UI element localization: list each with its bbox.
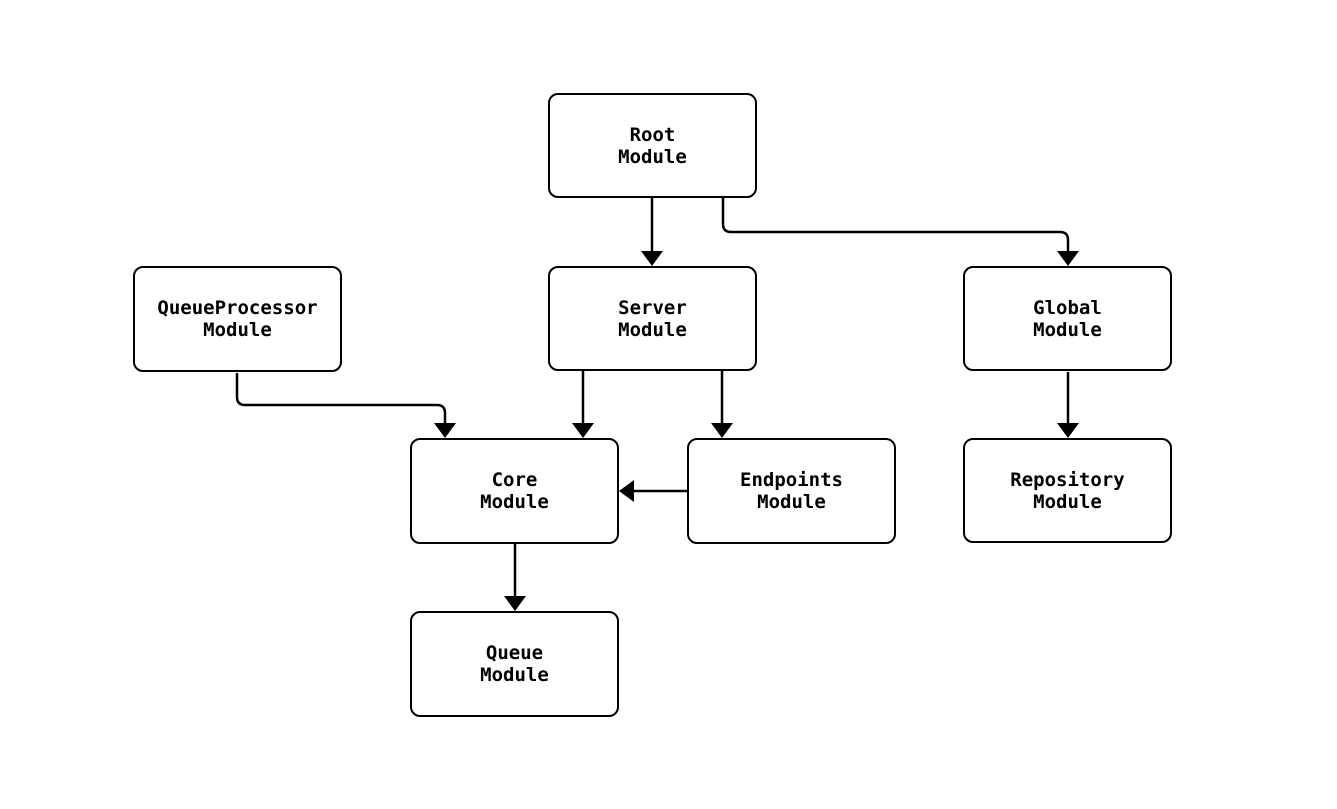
node-queue-label-line1: Queue (485, 642, 544, 664)
node-root-label-line2: Module (618, 145, 687, 168)
edge-core-queue (504, 544, 526, 611)
node-queueprocessor-label-line1: QueueProcessor (157, 297, 318, 319)
node-queue-label-line2: Module (480, 664, 549, 686)
node-core-module: Core Module (410, 438, 619, 544)
edge-queueprocessor-core (235, 373, 456, 438)
edge-endpoints-core (619, 480, 687, 502)
node-endpoints-module: Endpoints Module (687, 438, 896, 544)
node-queue-module: Queue Module (410, 611, 619, 717)
edge-global-repository (1057, 372, 1079, 438)
node-queueprocessor-label-line2: Module (203, 319, 272, 341)
node-queueprocessor-module: QueueProcessor Module (133, 266, 342, 372)
node-endpoints-label-line1: Endpoints (740, 469, 843, 491)
node-server-label-line1: Server (618, 296, 687, 319)
node-server-label-line2: Module (618, 318, 687, 341)
edge-root-server (641, 198, 663, 266)
node-endpoints-label-line2: Module (757, 491, 826, 513)
node-global-module: Global Module (963, 266, 1172, 371)
node-global-label-line2: Module (1033, 318, 1102, 341)
node-root-module: Root Module (548, 93, 757, 198)
node-core-label-line1: Core (491, 469, 538, 491)
node-core-label-line2: Module (480, 491, 549, 513)
node-repository-label-line1: Repository (1010, 468, 1125, 491)
edge-server-core (572, 370, 594, 438)
node-global-label-line1: Global (1033, 296, 1102, 319)
node-server-module: Server Module (548, 266, 757, 371)
edge-root-global (721, 198, 1079, 266)
node-repository-module: Repository Module (963, 438, 1172, 543)
node-repository-label-line2: Module (1033, 490, 1102, 513)
node-root-label-line1: Root (629, 123, 676, 146)
edge-server-endpoints (711, 370, 733, 438)
